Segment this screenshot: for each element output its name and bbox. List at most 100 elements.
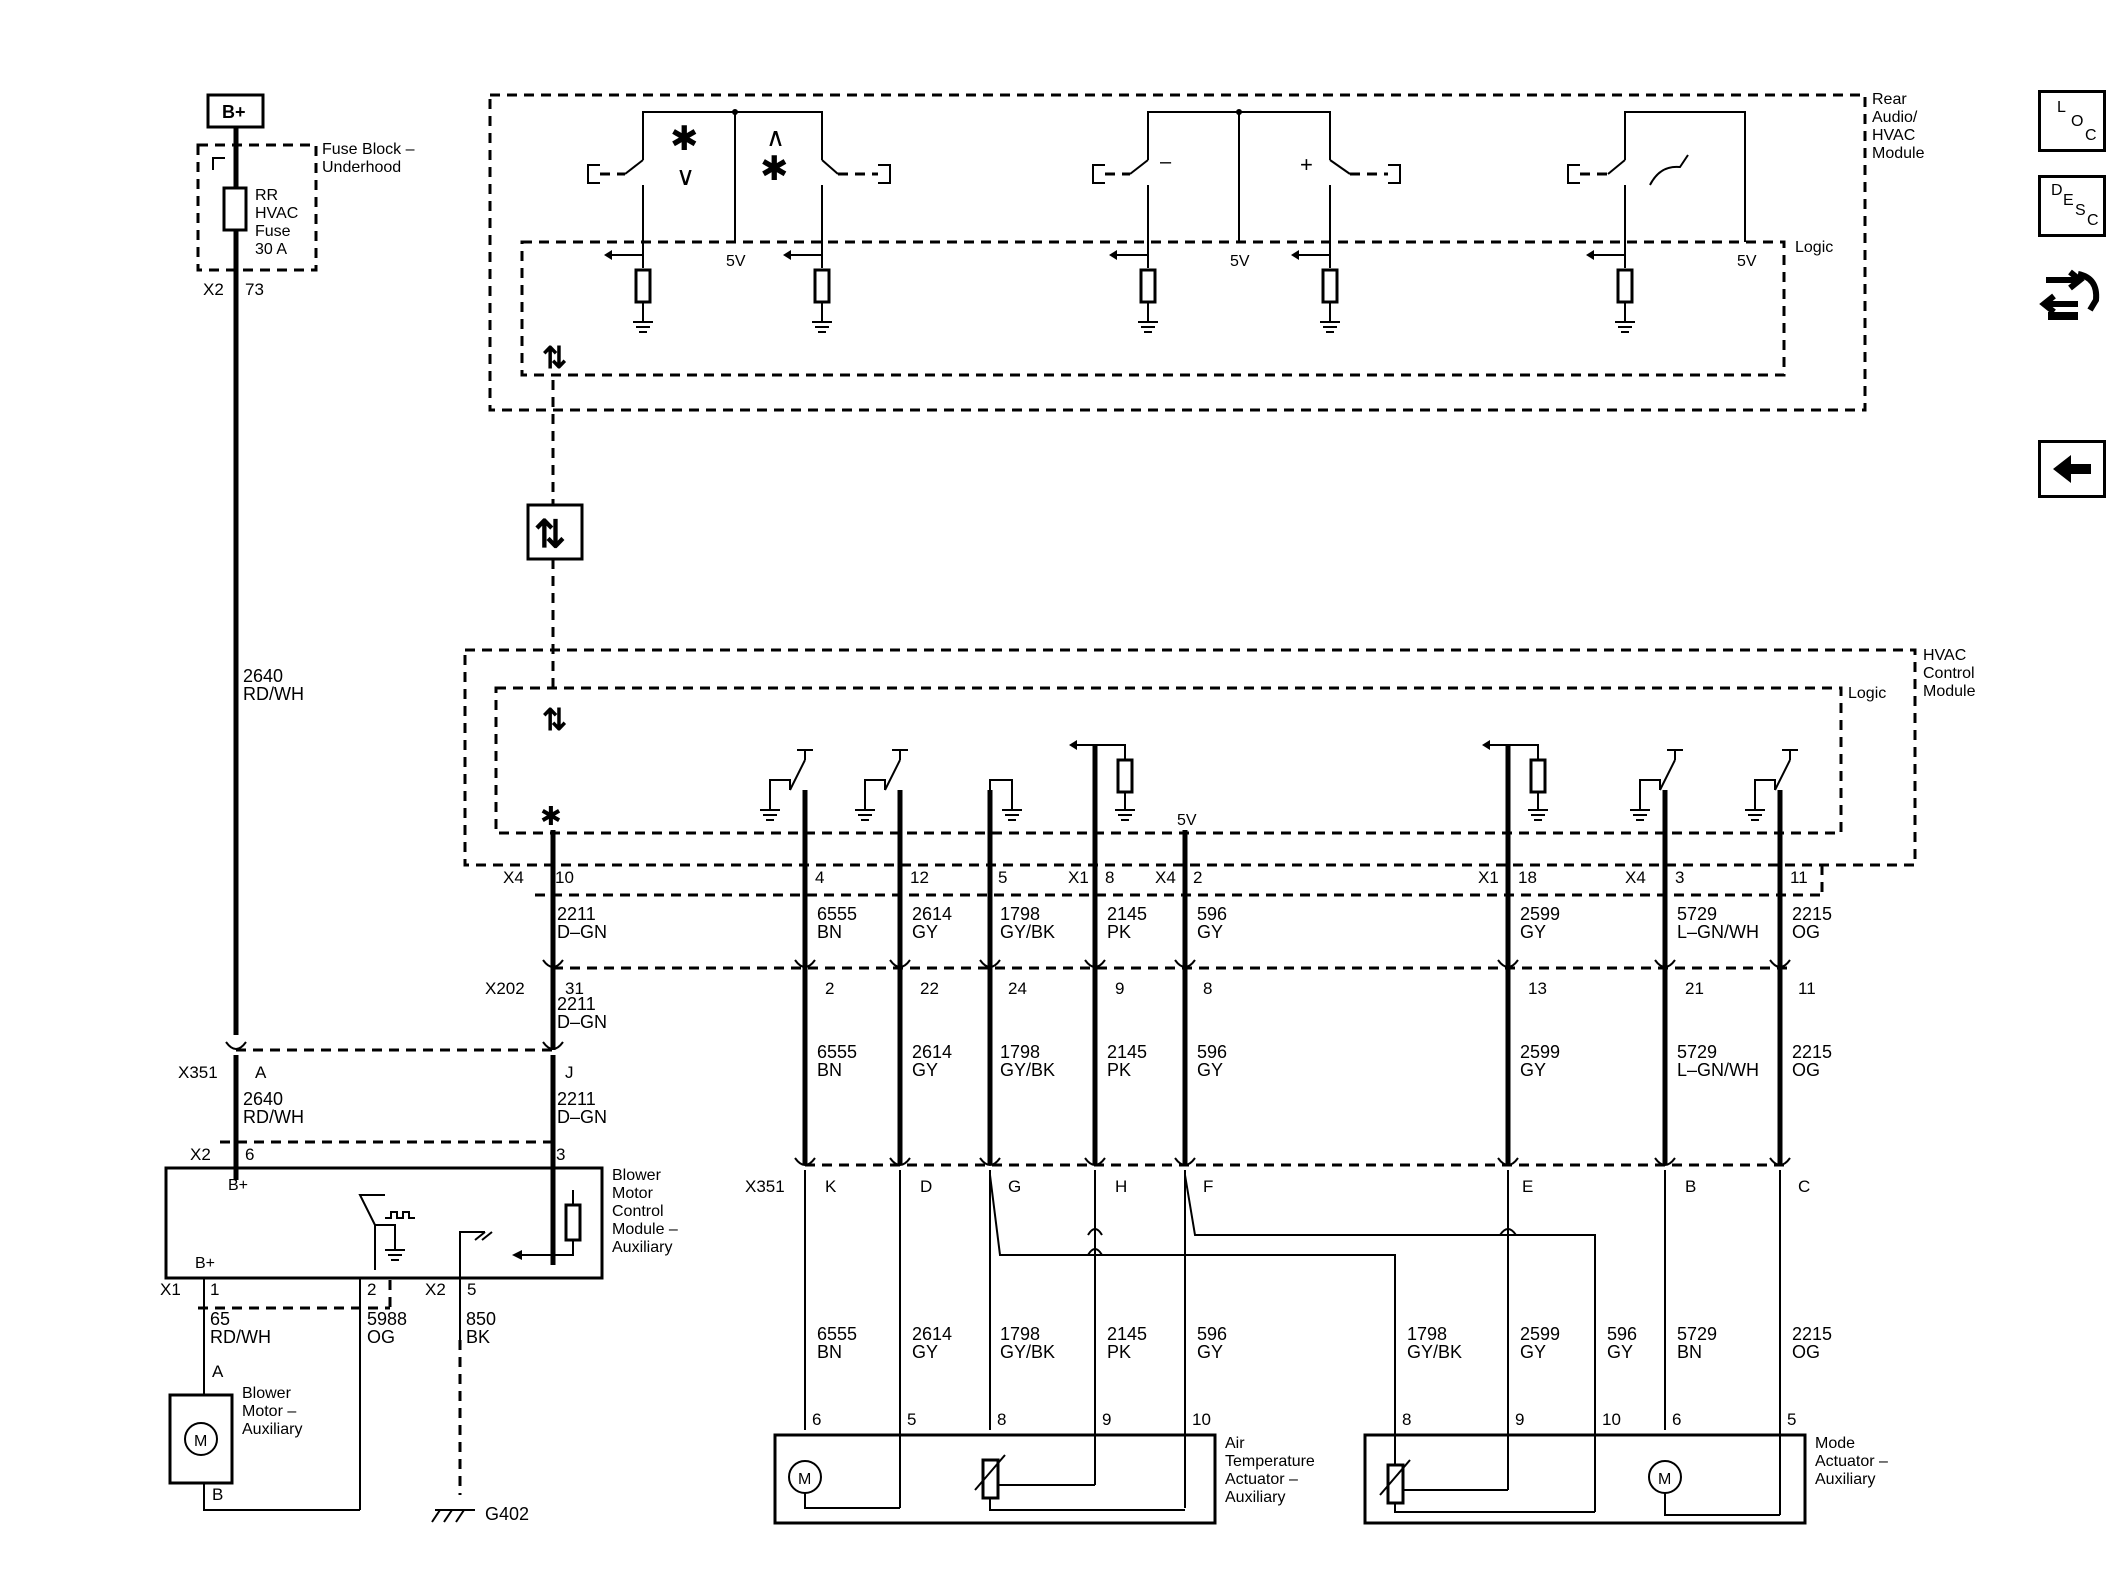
svg-text:K: K (825, 1177, 837, 1196)
svg-text:2211: 2211 (557, 994, 596, 1014)
svg-text:Module –: Module – (612, 1221, 678, 1238)
svg-text:2: 2 (1193, 868, 1202, 887)
svg-text:10: 10 (1602, 1410, 1621, 1429)
fan-down-icon: ✱ (670, 120, 699, 158)
svg-text:RD/WH: RD/WH (210, 1327, 271, 1347)
svg-text:GY: GY (1520, 1342, 1546, 1362)
svg-text:GY: GY (1197, 1342, 1223, 1362)
svg-text:BN: BN (817, 1060, 842, 1080)
svg-text:X351: X351 (745, 1177, 785, 1196)
svg-text:22: 22 (920, 979, 939, 998)
svg-text:Actuator –: Actuator – (1225, 1471, 1298, 1488)
svg-text:18: 18 (1518, 868, 1537, 887)
seat-mode-icon (1649, 154, 1689, 186)
svg-text:HVAC: HVAC (1872, 127, 1915, 144)
svg-text:PK: PK (1107, 1060, 1131, 1080)
svg-text:OG: OG (1792, 922, 1820, 942)
svg-text:RD/WH: RD/WH (243, 1107, 304, 1127)
svg-text:PK: PK (1107, 922, 1131, 942)
svg-text:X202: X202 (485, 979, 525, 998)
svg-text:11: 11 (1790, 868, 1808, 887)
svg-text:3: 3 (1675, 868, 1684, 887)
svg-text:73: 73 (245, 280, 264, 299)
serial-data-icon-2: ⇅ (542, 704, 567, 737)
svg-text:850: 850 (466, 1309, 496, 1329)
svg-text:X2: X2 (190, 1145, 211, 1164)
svg-text:596: 596 (1197, 904, 1227, 924)
svg-text:12: 12 (910, 868, 929, 887)
svg-text:GY/BK: GY/BK (1000, 922, 1055, 942)
svg-text:Auxiliary: Auxiliary (612, 1239, 672, 1256)
svg-text:2599: 2599 (1520, 904, 1560, 924)
svg-text:C: C (1798, 1177, 1810, 1196)
svg-text:HVAC: HVAC (255, 205, 298, 222)
svg-text:1798: 1798 (1407, 1324, 1447, 1344)
air-temperature-actuator: M Air Temperature Actuator – Auxiliary (773, 1433, 1315, 1525)
svg-text:X4: X4 (1155, 868, 1176, 887)
svg-text:8: 8 (1105, 868, 1114, 887)
svg-text:X2: X2 (425, 1280, 446, 1299)
svg-text:2640: 2640 (243, 1089, 283, 1109)
svg-text:21: 21 (1685, 979, 1704, 998)
svg-text:5729: 5729 (1677, 1042, 1717, 1062)
svg-text:5V: 5V (726, 253, 746, 270)
serial-data-icon: ⇅ (542, 342, 567, 375)
svg-text:Actuator –: Actuator – (1815, 1453, 1888, 1470)
svg-text:1798: 1798 (1000, 1324, 1040, 1344)
actuator-pins: 6 5 8 9 10 8 9 10 6 5 (812, 1410, 1796, 1429)
svg-text:5: 5 (467, 1280, 476, 1299)
svg-text:31: 31 (565, 979, 584, 998)
svg-text:596: 596 (1607, 1324, 1637, 1344)
rear-audio-hvac-module: Rear Audio/ HVAC Module Logic 5V ✱ ∨ ∧ ✱… (488, 91, 1925, 412)
svg-text:2145: 2145 (1107, 904, 1147, 924)
svg-text:GY/BK: GY/BK (1000, 1342, 1055, 1362)
svg-text:3: 3 (556, 1145, 565, 1164)
svg-text:∨: ∨ (676, 161, 695, 191)
svg-text:11: 11 (1798, 979, 1816, 998)
repair-connector-button[interactable] (2038, 260, 2106, 330)
svg-text:X2: X2 (203, 280, 224, 299)
svg-text:2599: 2599 (1520, 1324, 1560, 1344)
svg-text:Module: Module (1923, 683, 1976, 700)
blower-motor-control-module: B+ B+ Blower Motor Control Module – Auxi… (164, 1166, 678, 1340)
svg-text:6: 6 (1672, 1410, 1681, 1429)
hvac-inputs (760, 740, 1798, 821)
svg-text:+: + (1300, 152, 1313, 177)
back-button[interactable] (2038, 440, 2106, 498)
hvac-harness (550, 745, 1783, 1165)
svg-text:∧: ∧ (766, 122, 785, 152)
fuse-block: Fuse Block – Underhood RR HVAC Fuse 30 A… (196, 141, 415, 299)
svg-text:Audio/: Audio/ (1872, 109, 1918, 126)
serial-data-gateway (526, 503, 584, 561)
svg-text:B: B (212, 1485, 223, 1504)
svg-text:RD/WH: RD/WH (243, 684, 304, 704)
rear-inputs (604, 250, 1635, 333)
svg-text:2215: 2215 (1792, 904, 1832, 924)
svg-text:9: 9 (1515, 1410, 1524, 1429)
svg-text:Fuse Block –: Fuse Block – (322, 141, 415, 158)
svg-text:L–GN/WH: L–GN/WH (1677, 922, 1759, 942)
back-arrow-icon (2053, 455, 2091, 483)
svg-text:30 A: 30 A (255, 241, 287, 258)
battery-label: B+ (222, 102, 246, 122)
svg-text:GY: GY (1520, 922, 1546, 942)
svg-text:E: E (1522, 1177, 1533, 1196)
svg-text:4: 4 (815, 868, 824, 887)
svg-text:2145: 2145 (1107, 1324, 1147, 1344)
svg-text:BN: BN (817, 922, 842, 942)
description-button[interactable]: D E S C (2038, 175, 2106, 237)
svg-text:6555: 6555 (817, 1042, 857, 1062)
svg-text:J: J (565, 1063, 574, 1082)
svg-text:596: 596 (1197, 1324, 1227, 1344)
svg-text:Air: Air (1225, 1435, 1245, 1452)
svg-text:8: 8 (997, 1410, 1006, 1429)
svg-text:B: B (1685, 1177, 1696, 1196)
svg-text:GY: GY (1520, 1060, 1546, 1080)
svg-text:X1: X1 (1068, 868, 1089, 887)
svg-text:L–GN/WH: L–GN/WH (1677, 1060, 1759, 1080)
svg-text:BN: BN (817, 1342, 842, 1362)
svg-text:X1: X1 (160, 1280, 181, 1299)
location-button[interactable]: L O C (2038, 90, 2106, 152)
